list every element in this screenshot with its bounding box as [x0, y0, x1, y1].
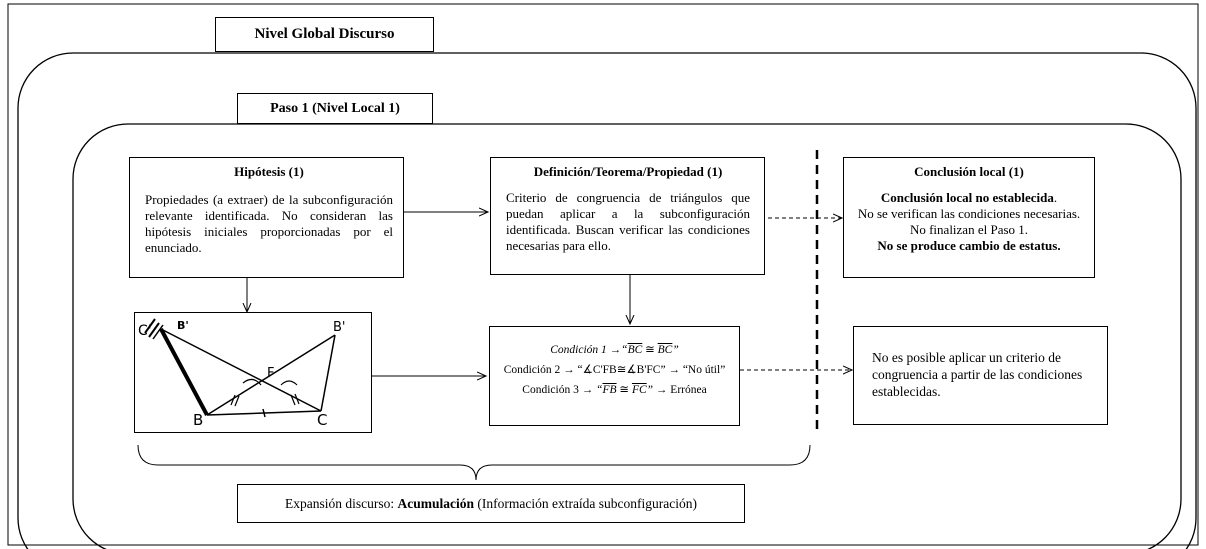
- definition-body: Criterio de congruencia de triángulos qu…: [506, 190, 750, 253]
- expansion-prefix: Expansión discurso:: [284, 495, 398, 511]
- condition-1: Condición 1 →“BC ≅ BC”: [550, 344, 679, 356]
- sketch-label-b-prime-left: B': [177, 319, 189, 332]
- sketch-label-c-prime: C': [138, 323, 152, 339]
- conditions-box: Condición 1 →“BC ≅ BC” Condición 2 → “∡C…: [489, 326, 740, 426]
- condition-3-label: Condición 3: [522, 384, 579, 396]
- condition-1-arrow: →: [609, 344, 622, 356]
- condition-1-seg-b: BC: [657, 344, 673, 356]
- condition-2-arrow-b: →: [668, 364, 680, 376]
- result-body: No es posible aplicar un criterio de con…: [872, 350, 1083, 399]
- sketch-label-c: C: [317, 411, 327, 429]
- accumulation-brace: [137, 444, 811, 481]
- conclusion-box: Conclusión local (1) Conclusión local no…: [843, 157, 1095, 278]
- expansion-suffix: (Información extraída subconfiguración): [473, 495, 698, 511]
- condition-2-result: “No útil”: [682, 364, 726, 376]
- conclusion-dot: .: [1053, 190, 1058, 205]
- condition-3-arrow-b: →: [655, 384, 668, 396]
- definition-box: Definición/Teorema/Propiedad (1) Criteri…: [490, 157, 765, 275]
- condition-2-expr: “∡C'FB≅∡B'FC”: [577, 364, 666, 376]
- conclusion-title: Conclusión local (1): [914, 164, 1024, 179]
- hypothesis-box: Hipótesis (1) Propiedades (a extraer) de…: [129, 157, 404, 278]
- condition-2-arrow: →: [563, 364, 575, 376]
- condition-3: Condición 3 → “FB ≅ FC” → Errónea: [522, 384, 707, 396]
- result-box: No es posible aplicar un criterio de con…: [853, 326, 1108, 425]
- conclusion-bold-line: Conclusión local no establecida: [880, 190, 1054, 205]
- condition-3-congruent: ≅: [619, 384, 630, 396]
- step-frame: [72, 123, 1182, 549]
- expansion-box: Expansión discurso: Acumulación (Informa…: [237, 484, 745, 523]
- condition-1-seg-a: BC: [627, 344, 643, 356]
- conclusion-bold-last: No se produce cambio de estatus.: [877, 238, 1061, 253]
- triangle-sketch-icon: C' B' B' F B C: [138, 318, 346, 429]
- geometry-sketch: C' B' B' F B C: [134, 312, 372, 433]
- condition-2-label: Condición 2: [503, 364, 561, 376]
- global-level-label: Nivel Global Discurso: [254, 26, 395, 42]
- global-frame: [17, 52, 1197, 549]
- conclusion-text: Conclusión local no establecida. No se v…: [854, 190, 1084, 254]
- definition-title: Definición/Teorema/Propiedad (1): [533, 164, 723, 179]
- condition-1-congruent: ≅: [645, 344, 655, 356]
- condition-3-arrow: →: [581, 384, 594, 396]
- step-label: Paso 1 (Nivel Local 1): [270, 100, 400, 116]
- hypothesis-title: Hipótesis (1): [234, 164, 304, 179]
- condition-3-result: Errónea: [670, 384, 707, 396]
- condition-3-seg-b: FC: [631, 384, 647, 396]
- expansion-text: Expansión discurso: Acumulación (Informa…: [285, 496, 697, 512]
- hypothesis-body: Propiedades (a extraer) de la subconfigu…: [145, 192, 393, 255]
- page-frame: [7, 3, 1199, 546]
- global-level-tab: Nivel Global Discurso: [215, 17, 434, 52]
- condition-2: Condición 2 → “∡C'FB≅∡B'FC” → “No útil”: [494, 360, 735, 380]
- step-tab: Paso 1 (Nivel Local 1): [237, 93, 433, 124]
- expansion-bold: Acumulación: [397, 495, 474, 511]
- sketch-label-b-prime: B': [333, 320, 346, 335]
- conclusion-body: No se verifican las condiciones necesari…: [857, 206, 1081, 237]
- condition-3-seg-a: FB: [602, 384, 617, 396]
- sketch-label-b: B: [193, 411, 203, 429]
- sketch-label-f: F: [267, 366, 274, 381]
- condition-1-label: Condición 1: [550, 344, 607, 356]
